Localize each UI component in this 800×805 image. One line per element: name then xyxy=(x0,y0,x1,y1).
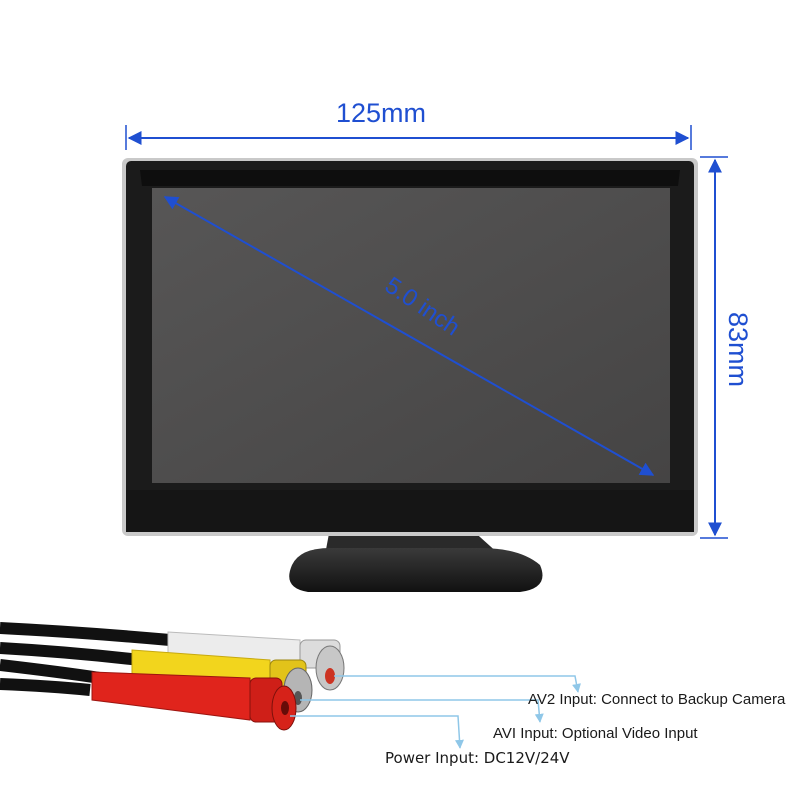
monitor-stand xyxy=(289,528,543,592)
height-label: 83mm xyxy=(723,311,754,388)
height-dimension xyxy=(700,156,728,539)
diagonal-dimension xyxy=(163,196,655,476)
av2-input-label: AV2 Input: Connect to Backup Camera xyxy=(528,691,786,708)
width-dimension xyxy=(125,125,692,150)
red-power-connector xyxy=(91,671,297,731)
cable-bundle xyxy=(0,622,171,696)
monitor xyxy=(122,158,698,536)
av1-input-label: AVI Input: Optional Video Input xyxy=(493,725,698,742)
power-input-label: Power Input: DC12V/24V xyxy=(385,749,570,767)
callout-lines xyxy=(290,675,581,749)
width-label: 125mm xyxy=(336,98,427,128)
screen xyxy=(152,188,670,483)
